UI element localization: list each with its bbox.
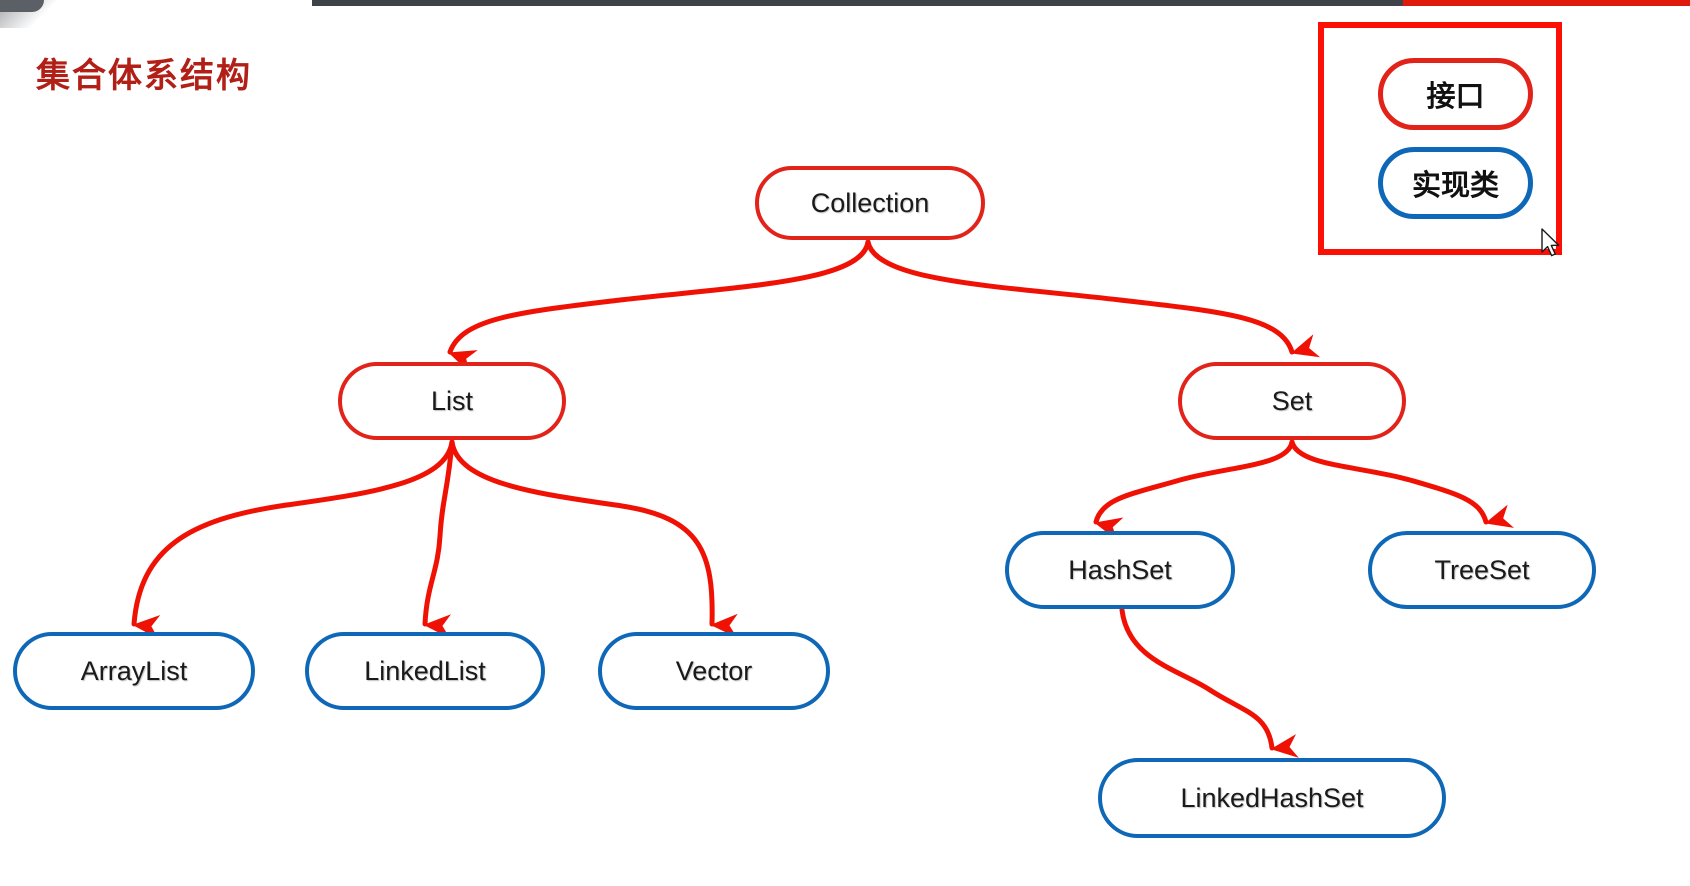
node-linkedhashset[interactable]: LinkedHashSet: [1098, 758, 1446, 838]
node-label: HashSet: [1068, 554, 1172, 585]
node-arraylist[interactable]: ArrayList: [13, 632, 255, 710]
node-hashset[interactable]: HashSet: [1005, 531, 1235, 609]
node-label: TreeSet: [1434, 554, 1530, 585]
arrow-pointer-icon: [1541, 228, 1560, 257]
legend-item-label: 接口: [1426, 81, 1485, 113]
node-label: Set: [1271, 385, 1313, 416]
node-set[interactable]: Set: [1178, 362, 1406, 440]
node-collection[interactable]: Collection: [755, 166, 985, 240]
node-list[interactable]: List: [338, 362, 566, 440]
edge-hashset-linkedhashset: [1119, 607, 1299, 758]
edge-collection-list: [447, 239, 871, 373]
node-label: Collection: [810, 187, 930, 218]
node-label: Vector: [675, 655, 753, 686]
node-vector[interactable]: Vector: [598, 632, 830, 710]
node-label: List: [430, 385, 474, 416]
node-label: LinkedList: [364, 655, 486, 686]
edge-list-linkedlist: [422, 439, 455, 639]
edge-list-vector: [449, 439, 738, 638]
top-toolbar-dark-strip: [312, 0, 1403, 6]
page-title: 集合体系结构: [36, 57, 252, 95]
top-toolbar-red-strip: [1403, 0, 1690, 6]
edge-collection-set: [865, 239, 1321, 358]
legend-box: 接口 实现类: [1318, 22, 1562, 255]
node-linkedlist[interactable]: LinkedList: [305, 632, 545, 710]
edge-list-arraylist: [131, 439, 455, 639]
legend-item-implementation[interactable]: 实现类: [1378, 147, 1533, 219]
edge-set-hashset: [1093, 439, 1295, 541]
node-label: LinkedHashSet: [1180, 782, 1364, 813]
legend-item-label: 实现类: [1411, 170, 1499, 202]
node-treeset[interactable]: TreeSet: [1368, 531, 1596, 609]
window-corner-badge: [0, 0, 44, 12]
node-label: ArrayList: [80, 655, 188, 686]
legend-item-interface[interactable]: 接口: [1378, 58, 1533, 130]
edge-set-treeset: [1289, 439, 1515, 528]
